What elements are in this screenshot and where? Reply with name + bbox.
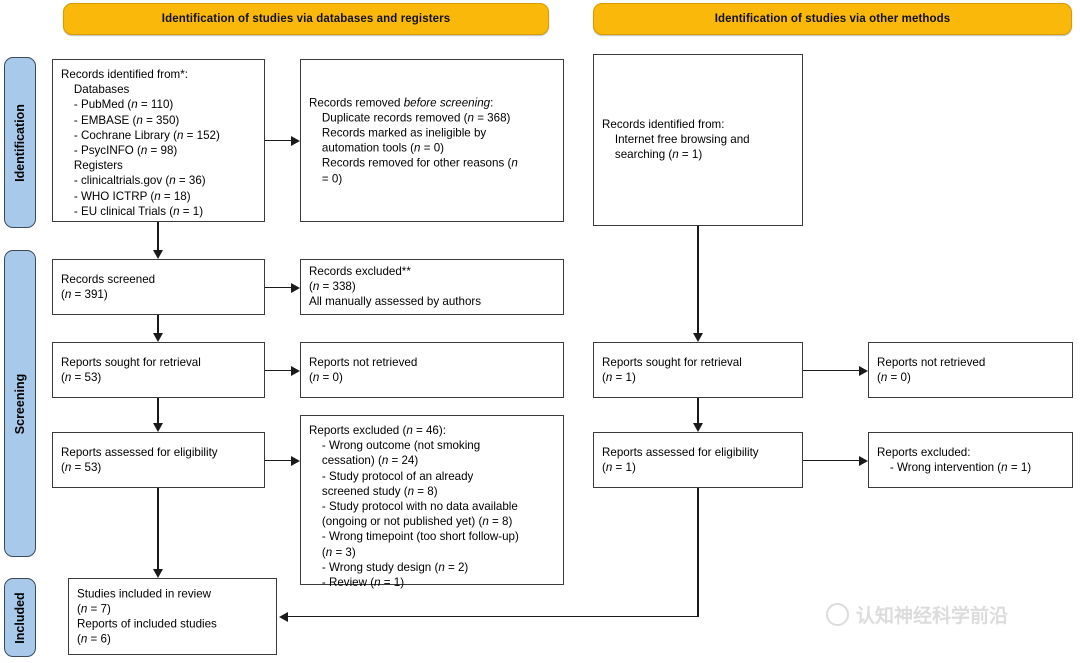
box-reports-excluded-right: Reports excluded: - Wrong intervention (…	[868, 432, 1073, 488]
box-reports-sought-right-text: Reports sought for retrieval (n = 1)	[602, 355, 742, 384]
connector-sought-to-notretrieved-left	[265, 369, 291, 372]
connector-screened-to-sought	[157, 315, 159, 333]
box-records-identified-other-text: Records identified from: Internet free b…	[602, 118, 750, 162]
box-studies-included-text: Studies included in review (n = 7) Repor…	[77, 587, 217, 646]
phase-included: Included	[4, 578, 36, 657]
watermark: 认知神经科学前沿	[826, 601, 1008, 628]
connector-other-to-sought-right	[697, 226, 699, 333]
wechat-circle-icon	[826, 603, 849, 626]
arrowhead-assessed-to-excluded-right	[859, 455, 868, 466]
arrowhead-assessed-to-included	[153, 569, 163, 578]
box-records-identified: Records identified from*: Databases - Pu…	[52, 59, 265, 222]
arrowhead-screened-to-sought	[153, 333, 163, 342]
box-records-removed-text: Records removed before screening: Duplic…	[309, 95, 518, 185]
connector-sought-to-assessed-right	[697, 398, 699, 423]
box-reports-not-retrieved-right-text: Reports not retrieved (n = 0)	[877, 355, 986, 384]
box-reports-excluded-right-text: Reports excluded: - Wrong intervention (…	[877, 445, 1032, 474]
box-records-screened: Records screened (n = 391)	[52, 259, 265, 315]
box-records-excluded: Records excluded** (n = 338) All manuall…	[300, 259, 564, 315]
arrowhead-other-to-sought-right	[693, 333, 703, 342]
box-reports-excluded-left: Reports excluded (n = 46): - Wrong outco…	[300, 415, 564, 589]
connector-sought-to-assessed-left	[157, 398, 159, 423]
arrowhead-right-to-included	[279, 611, 288, 622]
banner-right-label: Identification of studies via other meth…	[714, 13, 951, 25]
banner-other-methods: Identification of studies via other meth…	[593, 3, 1072, 35]
banner-databases-registers: Identification of studies via databases …	[63, 3, 549, 35]
box-records-identified-other: Records identified from: Internet free b…	[593, 54, 803, 226]
connector-sought-to-notretrieved-right	[803, 369, 859, 372]
phase-identification: Identification	[4, 57, 36, 228]
phase-identification-label: Identification	[13, 103, 27, 182]
box-reports-assessed-left-text: Reports assessed for eligibility (n = 53…	[61, 445, 218, 474]
connector-identified-to-screened	[157, 222, 159, 250]
box-records-identified-text: Records identified from*: Databases - Pu…	[61, 68, 220, 218]
box-reports-assessed-right: Reports assessed for eligibility (n = 1)	[593, 432, 803, 488]
arrowhead-sought-to-assessed-right	[693, 423, 703, 432]
box-reports-sought-left-text: Reports sought for retrieval (n = 53)	[61, 355, 201, 384]
arrowhead-identified-to-screened	[153, 250, 163, 259]
box-reports-not-retrieved-right: Reports not retrieved (n = 0)	[868, 342, 1073, 398]
box-reports-not-retrieved-left-text: Reports not retrieved (n = 0)	[309, 355, 418, 384]
box-reports-not-retrieved-left: Reports not retrieved (n = 0)	[300, 342, 564, 398]
box-reports-assessed-right-text: Reports assessed for eligibility (n = 1)	[602, 445, 759, 474]
arrowhead-sought-to-notretrieved-right	[859, 365, 868, 376]
box-reports-sought-right: Reports sought for retrieval (n = 1)	[593, 342, 803, 398]
box-records-screened-text: Records screened (n = 391)	[61, 272, 156, 301]
connector-assessed-to-excluded-right	[803, 459, 859, 462]
connector-assessed-to-included	[157, 488, 159, 569]
arrowhead-sought-to-assessed-left	[153, 423, 163, 432]
arrowhead-screened-to-excluded	[291, 282, 300, 293]
arrowhead-assessed-to-excluded-left	[291, 455, 300, 466]
connector-identified-to-removed	[265, 139, 291, 142]
phase-included-label: Included	[13, 591, 27, 644]
phase-screening: Screening	[4, 250, 36, 557]
connector-assessed-to-excluded-left	[265, 459, 291, 462]
phase-screening-label: Screening	[13, 373, 27, 434]
box-studies-included: Studies included in review (n = 7) Repor…	[68, 578, 277, 655]
arrowhead-identified-to-removed	[291, 135, 300, 146]
connector-assessed-right-down	[697, 488, 699, 617]
banner-left-label: Identification of studies via databases …	[161, 13, 451, 25]
box-reports-sought-left: Reports sought for retrieval (n = 53)	[52, 342, 265, 398]
box-reports-assessed-left: Reports assessed for eligibility (n = 53…	[52, 432, 265, 488]
box-records-excluded-text: Records excluded** (n = 338) All manuall…	[309, 265, 482, 309]
box-records-removed: Records removed before screening: Duplic…	[300, 59, 564, 222]
box-reports-excluded-left-text: Reports excluded (n = 46): - Wrong outco…	[309, 424, 519, 590]
connector-assessed-right-to-included	[288, 615, 699, 618]
connector-screened-to-excluded	[265, 286, 291, 289]
arrowhead-sought-to-notretrieved-left	[291, 365, 300, 376]
watermark-text: 认知神经科学前沿	[856, 605, 1009, 627]
